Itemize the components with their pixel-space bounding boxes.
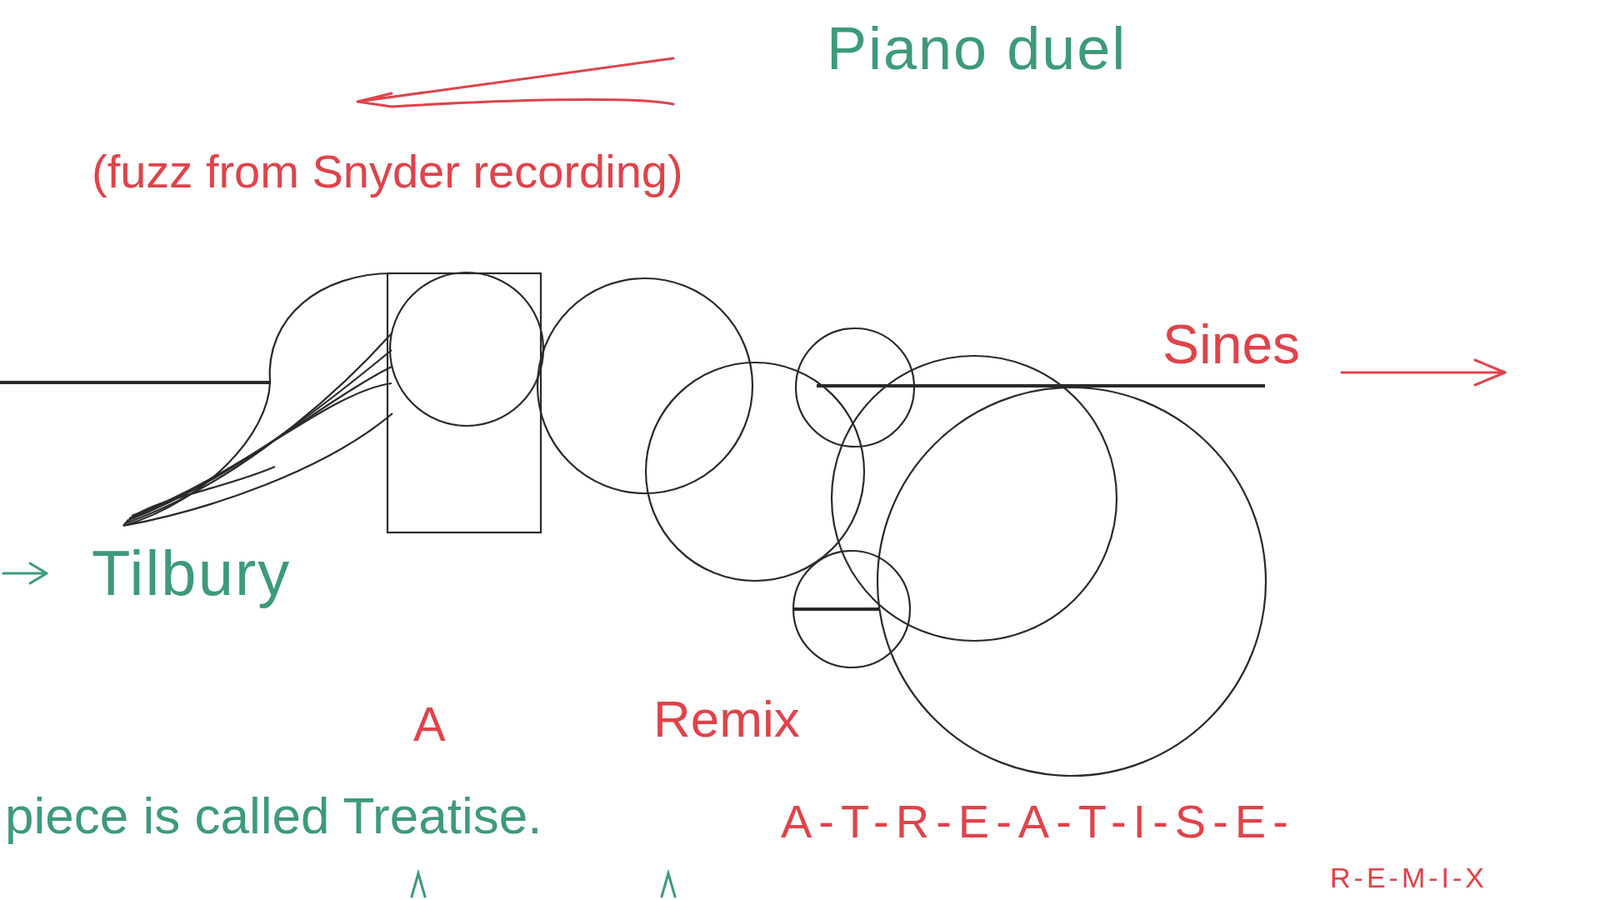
staff-line xyxy=(794,607,880,611)
tail-strand xyxy=(125,333,392,524)
note-text: piece is called Treatise. xyxy=(5,790,542,842)
arrow-right xyxy=(1341,360,1505,385)
circle xyxy=(877,387,1266,776)
note-annotation: (fuzz from Snyder recording) xyxy=(91,148,684,195)
insertion-caret xyxy=(411,873,425,897)
staff-line xyxy=(0,380,270,385)
tail-strand xyxy=(129,366,392,519)
score-drawing xyxy=(0,272,1266,776)
spelling-note: R-E-M-I-X xyxy=(1330,863,1488,892)
arrow-left xyxy=(357,58,674,107)
circle xyxy=(390,272,544,426)
insertion-note: A xyxy=(413,700,446,749)
arrow-right xyxy=(3,563,47,584)
rectangle xyxy=(387,273,541,533)
staff-line xyxy=(816,384,1265,388)
green-marks xyxy=(3,563,675,897)
note-heading: Piano duel xyxy=(826,18,1127,79)
circle xyxy=(831,355,1117,641)
red-marks xyxy=(357,58,1505,385)
circle xyxy=(645,362,865,581)
note-annotation: Sines xyxy=(1162,316,1300,372)
insertion-note: Remix xyxy=(653,693,800,745)
note-annotation: Tilbury xyxy=(91,541,291,605)
circle xyxy=(793,550,910,668)
shape-outline xyxy=(270,273,393,383)
tail-strand xyxy=(123,466,275,526)
tail-strand xyxy=(131,383,392,516)
insertion-caret xyxy=(661,873,675,897)
spelling-note: A-T-R-E-A-T-I-S-E- xyxy=(780,798,1295,845)
tail-strand xyxy=(126,350,392,521)
circle xyxy=(537,278,753,494)
